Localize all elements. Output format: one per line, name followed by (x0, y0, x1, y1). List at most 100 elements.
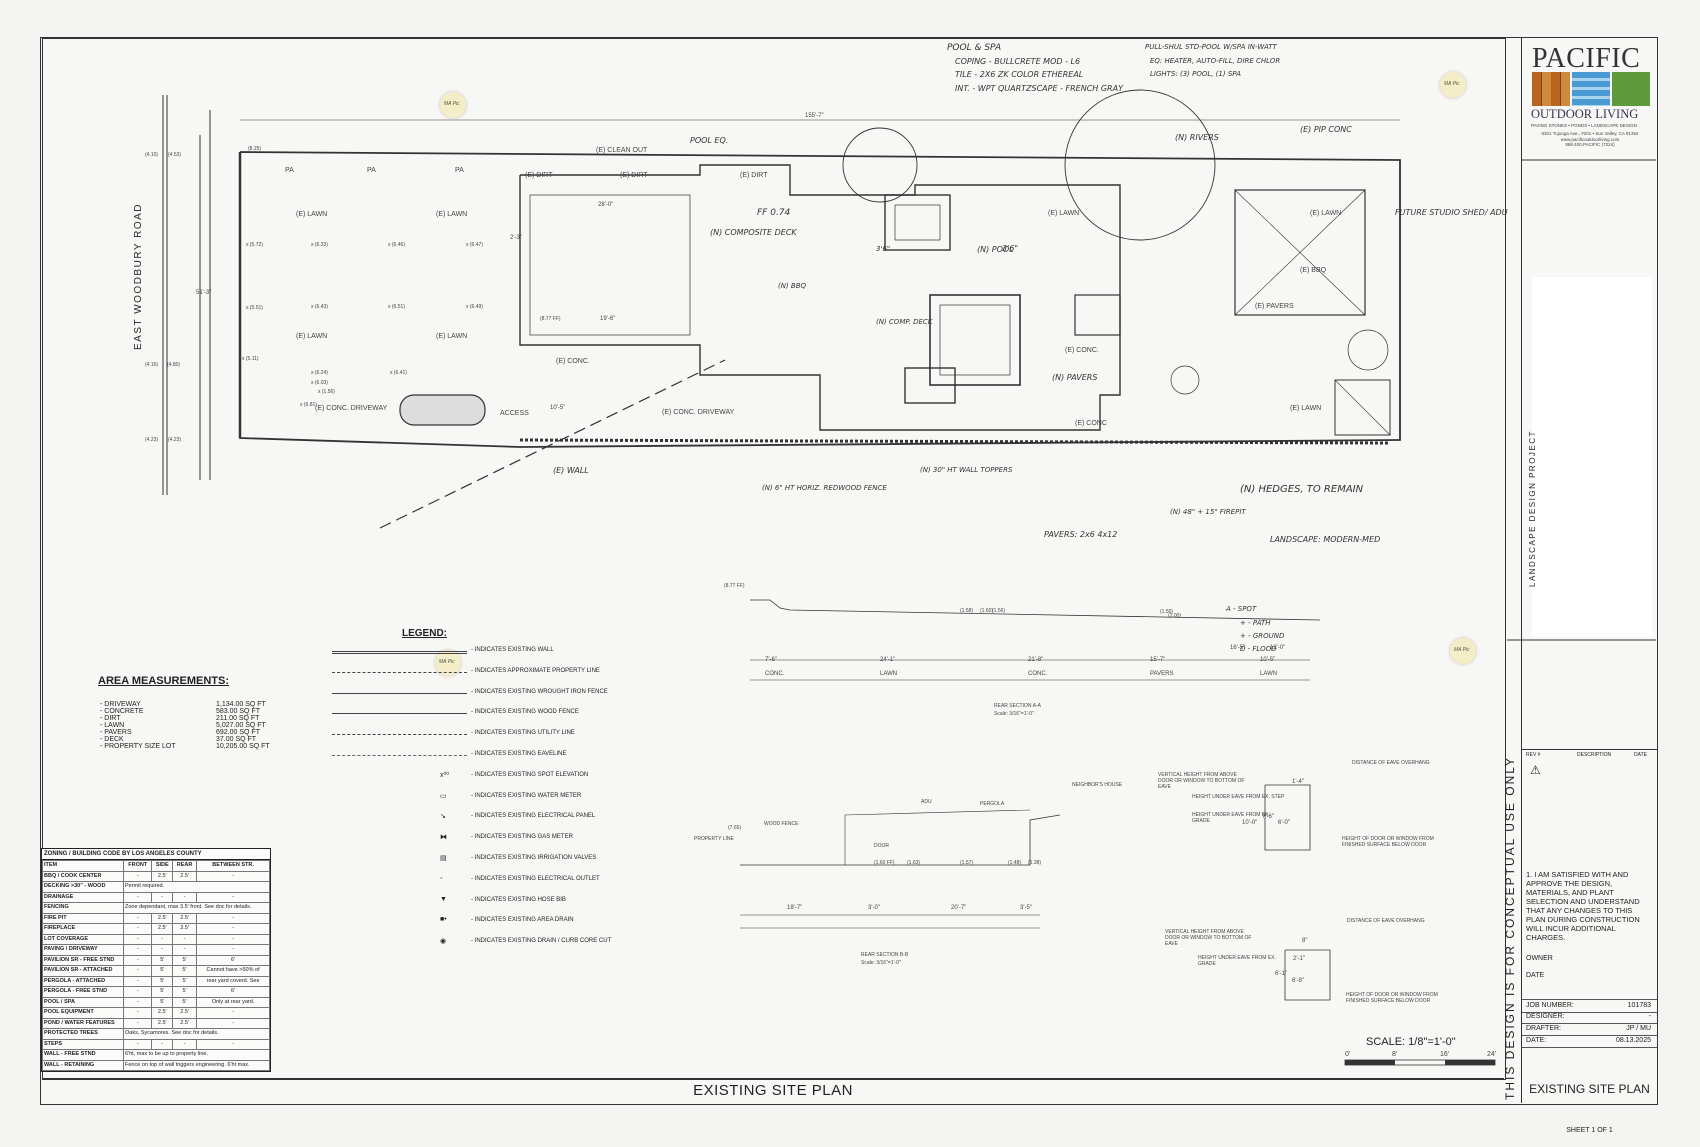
plan-label: ACCESS (500, 410, 529, 417)
legend-row: - INDICATES EXISTING EAVELINE (332, 750, 682, 762)
plan-label: (E) LAWN (1048, 210, 1080, 217)
spot-elevation: (8.25) (248, 146, 262, 152)
plan-label: (E) DIRT (620, 172, 648, 179)
spot-elevation: x (6.03) (311, 380, 328, 386)
handwritten-note: (N) HEDGES, TO REMAIN (1240, 484, 1364, 495)
legend-row: x⁰⁰- INDICATES EXISTING SPOT ELEVATION (440, 771, 589, 779)
area-title: AREA MEASUREMENTS: (98, 675, 229, 687)
drawing-sheet (40, 37, 1658, 1105)
handwritten-note: EQ: HEATER, AUTO-FILL, DIRE CHLOR (1150, 57, 1281, 65)
eave-note: VERTICAL HEIGHT FROM ABOVE DOOR OR WINDO… (1165, 929, 1252, 947)
section-a-zone: CONC. (1028, 671, 1048, 677)
dimension: 51'-3" (196, 290, 212, 296)
legend-label: - INDICATES EXISTING SPOT ELEVATION (471, 771, 589, 778)
client-info-redacted (1532, 277, 1652, 637)
garage (529, 194, 691, 336)
dimension: 28'-0" (598, 202, 614, 208)
plan-label: (E) BBQ (1300, 267, 1327, 274)
section-a-scale: Scale: 3/16"=1'-0" (994, 711, 1034, 717)
plan-label: (E) DIRT (525, 172, 553, 179)
legend-row: - INDICATES EXISTING WOOD FENCE (332, 708, 682, 720)
spot-elevation: (1.57) (960, 860, 974, 866)
zoning-row: PAVILION SR - ATTACHED-5'5'Cannot have >… (42, 965, 270, 977)
legend-row: ◦- INDICATES EXISTING ELECTRICAL OUTLET (440, 874, 600, 882)
tree-canopy (1064, 89, 1216, 241)
pool (929, 294, 1021, 386)
handwritten-note: POOL EQ. (690, 136, 729, 145)
zoning-row: STEPS---- (42, 1038, 270, 1050)
section-b-grade (740, 814, 1061, 866)
handwritten-note: (N) BBQ (778, 282, 807, 290)
tree-canopy (842, 127, 918, 203)
zoning-table: ZONING / BUILDING CODE BY LOS ANGELES CO… (41, 848, 271, 1072)
handwritten-note: COPING - BULLCRETE MOD - L6 (955, 57, 1081, 66)
legend-label: - INDICATES EXISTING ELECTRICAL OUTLET (471, 875, 600, 882)
section-b-dim: 20'-7" (951, 905, 967, 911)
handwritten-note: (N) 30" HT WALL TOPPERS (920, 466, 1013, 474)
section-b-dim: 3'-0" (868, 905, 880, 911)
plan-label: (E) CONC (1075, 420, 1107, 427)
plan-label: (E) CLEAN OUT (596, 147, 648, 154)
legend-symbol-icon (332, 734, 467, 736)
drawing-title: EXISTING SITE PLAN (42, 1078, 1504, 1103)
legend-label: - INDICATES EXISTING AREA DRAIN (471, 917, 574, 924)
plan-label: (E) CONC. (1065, 347, 1099, 354)
handwritten-note: LIGHTS: (3) POOL, (1) SPA (1150, 70, 1241, 78)
section-a-grade (750, 599, 1321, 621)
legend-symbol-icon (332, 651, 467, 654)
legend-symbol-icon (332, 713, 467, 715)
plan-label: (E) CONC. DRIVEWAY (315, 405, 388, 412)
plan-label: (E) PAVERS (1255, 303, 1294, 310)
sheet-name: EXISTING SITE PLAN (1529, 1082, 1650, 1096)
section-a-dim: 7'-6" (765, 657, 777, 663)
planter (1347, 329, 1389, 371)
section-b-label: ADU (921, 799, 932, 805)
spot-elevation: (1.38) (1028, 860, 1042, 866)
pushpin-tack: MA Pic (1440, 72, 1466, 98)
eave-dim: 8" (1302, 938, 1308, 944)
dimension: 2'-3" (510, 235, 522, 241)
handwritten-note: POOL & SPA (947, 43, 1002, 53)
handwritten-note: (E) PIP CONC (1300, 125, 1352, 134)
section-b-scale: Scale: 3/16"=1'-0" (861, 960, 901, 966)
handwritten-note: PULL-SHUL STD-POOL W/SPA IN-WATT (1145, 43, 1277, 51)
company-subtitle: OUTDOOR LIVING (1531, 107, 1639, 121)
company-tagline: PAVING STONES • PONDS • LANDSCAPE DESIGN (1531, 123, 1637, 128)
plan-label: (E) LAWN (436, 211, 468, 218)
spot-elevation: (4.53) (168, 152, 182, 158)
plan-label: (E) CONC. DRIVEWAY (662, 409, 735, 416)
spot-elevation: (4.23) (168, 437, 182, 443)
section-a-zone: CONC. (765, 671, 785, 677)
legend-row: ⧓- INDICATES EXISTING GAS METER (440, 834, 573, 842)
section-a-dim: 10'-5" (1260, 657, 1276, 663)
pushpin-tack: MA Pic (435, 650, 461, 676)
zoning-row: BBQ / COOK CENTER-2.5'2.5'- (42, 870, 270, 882)
studio-adu (1234, 189, 1366, 316)
legend-row: - INDICATES EXISTING WALL (332, 646, 682, 658)
spot-elevation: (4.10) (145, 152, 159, 158)
spot-elevation: x (5.11) (242, 356, 259, 362)
spot-elevation: x (6.33) (311, 242, 328, 248)
eave-dim: 6'-0" (1278, 820, 1290, 826)
eave-note: HEIGHT OF DOOR OR WINDOW FROM FINISHED S… (1346, 992, 1438, 1004)
revision-table: REV # DESCRIPTION DATE ⚠ (1522, 749, 1657, 870)
hedge-row (519, 438, 1391, 445)
spot-elevation: (1.63) (907, 860, 921, 866)
pavers-logo-icon (1532, 72, 1570, 106)
spot-elevation: (8.77 FF) (724, 583, 745, 589)
dimension: 12'-0" (1270, 645, 1286, 651)
spot-elevation: (1.58) (960, 608, 974, 614)
zoning-row: PERGOLA - ATTACHED-5'5'rear yard coverd.… (42, 975, 270, 987)
section-a-title: REAR SECTION A-A (994, 703, 1041, 709)
spot-elevation: (1.48) (1008, 860, 1022, 866)
spot-elevation: (1.60 FF) (874, 860, 895, 866)
pushpin-tack: MA Pic (440, 92, 466, 118)
zoning-row: FIRE PIT-2.5'2.5'- (42, 912, 270, 924)
legend-row: ▭- INDICATES EXISTING WATER METER (440, 792, 582, 800)
